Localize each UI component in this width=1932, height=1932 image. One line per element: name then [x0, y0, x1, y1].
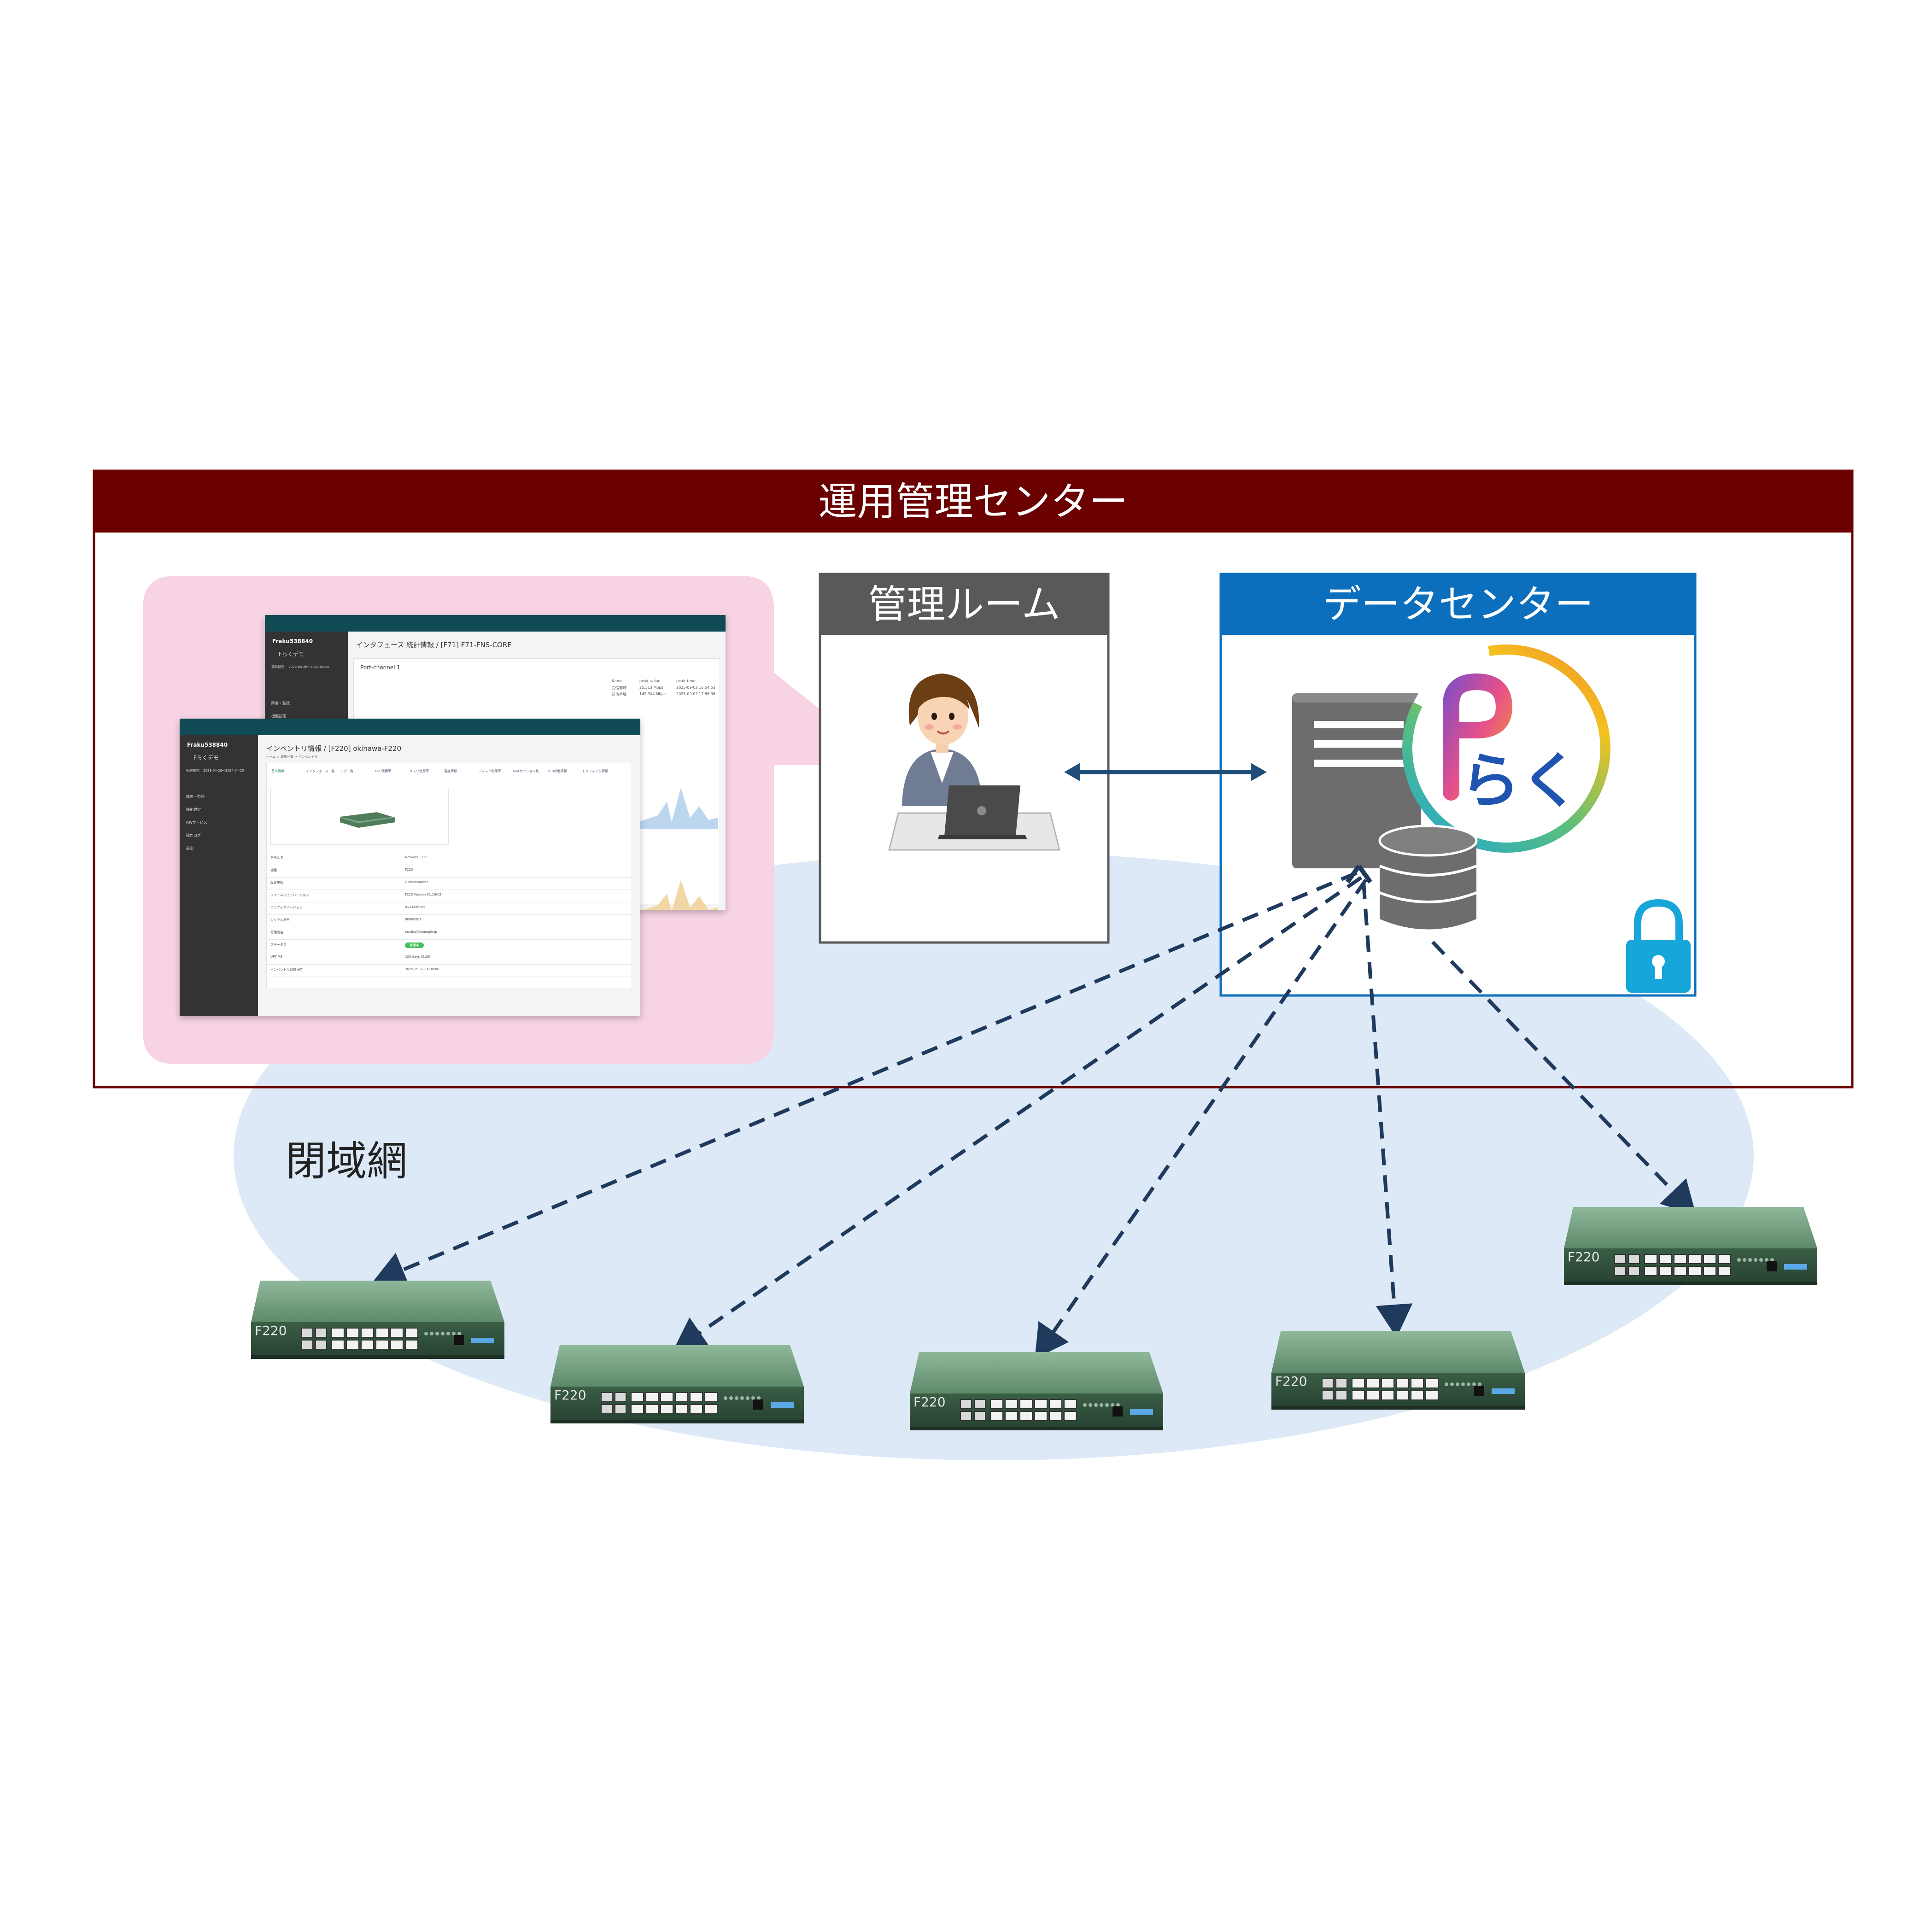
brand-name: Fraku538840 — [272, 638, 313, 644]
tab-item[interactable]: メモリ使用率 — [410, 769, 429, 773]
app-sidebar: Fraku538840 Fらくデモ 契約期間： 2023-04-26〜2024-… — [180, 735, 258, 1016]
page-title: インタフェース 統計情報 / [F71] F71-FNS-CORE — [356, 641, 512, 649]
row-value: F220 Version 01.10(02) — [405, 893, 443, 896]
screenshot-inventory: Fraku538840 Fらくデモ 契約期間： 2023-04-26〜2024-… — [180, 719, 640, 1016]
row-label: ファームウェアバージョン — [270, 893, 309, 897]
col-header: peak_time — [676, 679, 696, 683]
menu-item[interactable]: 操作ログ — [186, 833, 201, 837]
operator-person-icon — [888, 673, 1060, 851]
operation-center-title: 運用管理センター — [818, 479, 1128, 524]
row-value: 2025-09-02 16:30:00 — [405, 967, 439, 971]
tab-item[interactable]: インタフェース一覧 — [306, 769, 335, 773]
router-device-icon: F220 — [550, 1345, 804, 1423]
row-divider — [267, 964, 632, 965]
management-room-header — [820, 574, 1108, 635]
row-label: インベントリ取得日時 — [270, 968, 303, 972]
device-label: F220 — [255, 1323, 287, 1338]
data-center-title: データセンター — [1322, 582, 1593, 627]
row-value: F220 — [405, 868, 413, 872]
traffic-chart-tx — [644, 880, 718, 910]
tab-item[interactable]: ディスク使用率 — [479, 769, 501, 773]
row-value: Network F220 — [405, 855, 427, 859]
menu-item[interactable]: NWサービス — [186, 820, 207, 825]
breadcrumb: ホーム > 装置一覧 > インベントリ — [266, 755, 318, 759]
panel-title: Port-channel 1 — [360, 664, 401, 671]
row-label: UPTIME — [270, 955, 283, 959]
data-center-header — [1221, 574, 1695, 635]
inventory-panel: 基本情報 インタフェース一覧 ログ一覧 CPU使用率 メモリ使用率 温度情報 ディスク使用率… — [266, 763, 632, 988]
app-main: インベントリ情報 / [F220] okinawa-F220 ホーム > 装置一… — [258, 735, 640, 1016]
device-label: F220 — [1568, 1249, 1600, 1265]
router-device-icon: F220 — [1271, 1331, 1525, 1410]
row-divider — [267, 939, 632, 940]
table-cell: 149.304 Mbps — [639, 692, 666, 696]
brand-sub: Fらくデモ — [279, 651, 304, 657]
table-cell: 受信帯域 — [612, 686, 626, 690]
row-label: コンフィグバージョン — [270, 906, 303, 909]
row-label: ステータス — [270, 943, 287, 947]
row-divider — [267, 877, 632, 878]
contract-period: 契約期間： 2023-04-26〜2024-04-25 — [186, 769, 244, 773]
tab-item[interactable]: NATセッション数 — [513, 769, 539, 773]
row-value: 00000001 — [405, 918, 422, 921]
closed-network-label: 閉域網 — [286, 1137, 408, 1185]
menu-item[interactable]: 障害・監視 — [186, 795, 205, 799]
tab-item[interactable]: LED状態情報 — [548, 769, 567, 773]
app-topbar — [180, 719, 640, 735]
router-device-icon: F220 — [251, 1281, 504, 1359]
tab-item[interactable]: ログ一覧 — [340, 769, 353, 773]
row-label: 機種 — [270, 868, 277, 872]
menu-item[interactable]: 設定 — [186, 846, 193, 850]
page-title: インベントリ情報 / [F220] okinawa-F220 — [266, 744, 402, 753]
table-cell: 2025-09-02 17:56:36 — [676, 692, 715, 696]
device-label: F220 — [1275, 1374, 1307, 1389]
tab-item[interactable]: 基本情報 — [271, 769, 284, 773]
table-cell: 2025-09-02 16:54:53 — [676, 685, 715, 690]
connection-arrow — [1064, 763, 1267, 781]
table-cell: 25.313 Mbps — [639, 685, 663, 690]
network-link-arrows — [372, 865, 1696, 1359]
row-value: 0123456789 — [405, 905, 426, 909]
row-value: tanaka@example.jp — [405, 930, 437, 934]
row-label: シリアル番号 — [270, 918, 290, 922]
app-topbar — [265, 615, 726, 632]
table-cell: 送信帯域 — [612, 692, 626, 697]
menu-item[interactable]: 障害・監視 — [271, 701, 290, 705]
col-header: peak_value — [639, 679, 661, 683]
tab-item[interactable]: トラフィック情報 — [582, 769, 608, 773]
device-photo-frame — [270, 789, 449, 845]
device-label: F220 — [913, 1394, 946, 1410]
row-value: Okinawa/Naha — [405, 880, 428, 884]
row-label: 管理者名 — [270, 931, 283, 934]
operation-center-header — [94, 471, 1852, 533]
menu-item[interactable]: 機能設定 — [186, 808, 201, 812]
traffic-chart-rx — [630, 788, 718, 829]
logo-raku-text: らく — [1460, 746, 1580, 816]
row-divider — [267, 914, 632, 915]
server-icon — [1292, 693, 1421, 868]
brand-sub: Fらくデモ — [193, 755, 219, 761]
management-room-title: 管理ルーム — [868, 582, 1060, 627]
col-header: Name — [612, 679, 623, 683]
row-label: モデル名 — [270, 856, 283, 860]
frakue-logo: らく — [1402, 644, 1610, 853]
brand-name: Fraku538840 — [187, 742, 228, 748]
contract-period: 契約期間： 2023-04-26〜2024-04-25 — [271, 665, 329, 669]
row-label: 設置場所 — [270, 881, 283, 884]
row-value: 100 days 01:30 — [405, 955, 430, 959]
menu-item[interactable]: 機能設定 — [271, 714, 286, 718]
database-icon — [1378, 825, 1478, 930]
row-value: 稼働中 — [405, 943, 424, 948]
router-device-icon: F220 — [1564, 1207, 1817, 1285]
tab-item[interactable]: CPU使用率 — [375, 769, 392, 773]
lock-icon — [1626, 899, 1691, 993]
device-photo — [340, 812, 395, 828]
device-label: F220 — [554, 1388, 586, 1403]
tab-item[interactable]: 温度情報 — [444, 769, 457, 773]
router-device-icon: F220 — [910, 1352, 1163, 1430]
